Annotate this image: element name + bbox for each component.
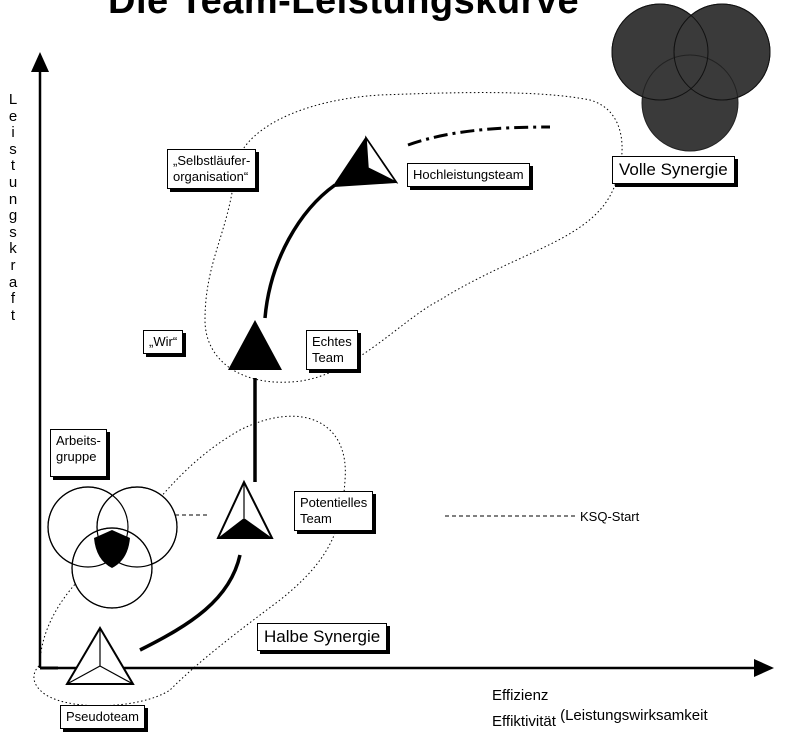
page-title: Die Team-Leistungskurve	[108, 0, 580, 22]
high-performance-team-label: Hochleistungsteam	[407, 163, 530, 187]
ksq-start-label: KSQ-Start	[580, 509, 640, 524]
y-axis-label-letter: k	[9, 240, 17, 258]
real-team-label: Echtes Team	[306, 330, 358, 370]
y-axis-arrow	[31, 52, 49, 72]
potential-team-text: Potentielles Team	[300, 495, 368, 526]
full-synergy-region	[204, 92, 623, 383]
full-synergy-venn	[611, 3, 771, 152]
self-organization-text: „Selbstläufer- organisation“	[173, 153, 251, 184]
we-text: „Wir“	[149, 334, 178, 349]
y-axis-label-letter: r	[10, 256, 16, 274]
high-performance-team-text: Hochleistungsteam	[413, 167, 524, 182]
potential-team-label: Potentielles Team	[294, 491, 374, 531]
work-group-text: Arbeits- gruppe	[56, 433, 101, 464]
y-axis-label-letter: e	[8, 107, 18, 125]
y-axis-label-letter: i	[11, 124, 15, 142]
y-axis-label-letter: s	[9, 140, 17, 158]
high-performance-triangle-icon	[332, 135, 399, 188]
x-axis-label-line1: Effizienz	[492, 687, 549, 704]
real-team-text: Echtes Team	[312, 334, 352, 365]
y-axis-label-letter: u	[8, 173, 18, 191]
pseudoteam-triangle-icon	[65, 626, 135, 685]
y-axis-label-letter: a	[8, 273, 18, 291]
pseudoteam-label: Pseudoteam	[60, 705, 145, 729]
potential-team-triangle-icon	[216, 479, 274, 539]
y-axis-label-letter: t	[10, 306, 16, 324]
y-axis-label-letter: g	[8, 207, 18, 225]
full-synergy-label: Volle Synergie	[612, 156, 735, 184]
work-group-label: Arbeits- gruppe	[50, 429, 107, 477]
y-axis-label-letter: f	[10, 290, 16, 308]
half-synergy-label: Halbe Synergie	[257, 623, 388, 651]
full-synergy-text: Volle Synergie	[619, 160, 728, 179]
y-axis-label-letter: s	[9, 223, 17, 241]
x-axis-label-suffix: (Leistungswirksamkeit	[560, 707, 708, 724]
y-axis-label-letter: t	[10, 157, 16, 175]
y-axis-label-letter: L	[8, 91, 18, 108]
pseudoteam-text: Pseudoteam	[66, 709, 139, 724]
half-synergy-text: Halbe Synergie	[264, 627, 381, 646]
performance-curve-upper	[263, 183, 337, 319]
self-organization-label: „Selbstläufer- organisation“	[167, 149, 257, 189]
performance-curve-lower	[139, 554, 242, 652]
we-label: „Wir“	[143, 330, 184, 354]
real-team-triangle-icon	[228, 320, 282, 370]
x-axis-arrow	[754, 659, 774, 677]
y-axis-label-letter: n	[8, 190, 18, 208]
work-group-venn	[47, 486, 178, 609]
x-axis-label-efficiency: Effiktivität	[492, 713, 556, 730]
high-performance-dashdot-curve	[407, 125, 551, 147]
x-axis-label-line2: Effiktivität (Leistungswirksamkeit	[492, 707, 708, 731]
